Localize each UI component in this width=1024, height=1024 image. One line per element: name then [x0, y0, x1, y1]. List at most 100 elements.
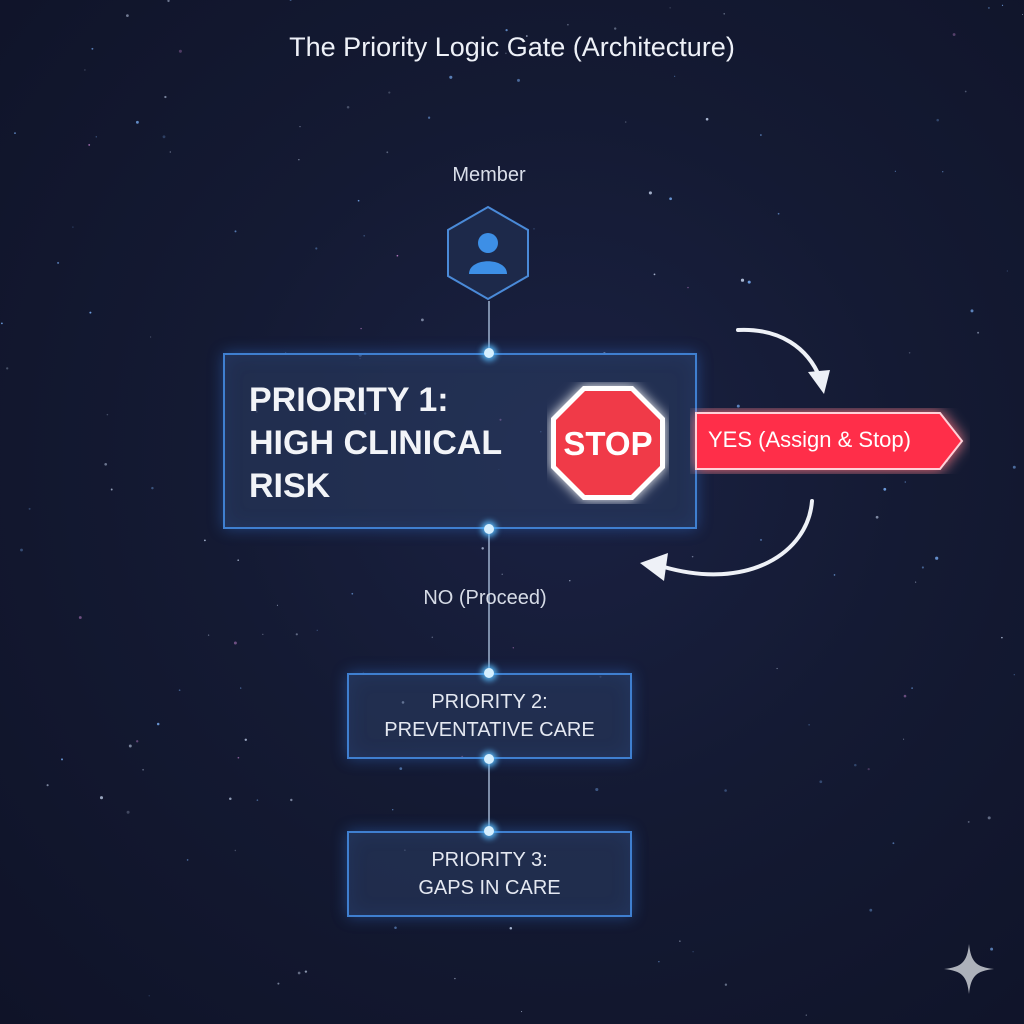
star — [289, 0, 292, 1]
curved-arrow-top — [736, 327, 830, 394]
star — [669, 197, 672, 201]
star — [72, 226, 74, 228]
yes-branch-arrow — [695, 412, 964, 470]
star — [295, 633, 298, 636]
priority-3-line-2: GAPS IN CARE — [418, 877, 561, 899]
star — [28, 507, 31, 510]
star — [915, 581, 917, 583]
star — [747, 280, 751, 284]
star — [723, 13, 725, 15]
star — [903, 694, 907, 698]
star — [692, 951, 694, 953]
star — [421, 318, 424, 322]
star — [297, 971, 301, 975]
priority-2-line-1: PRIORITY 2: — [431, 691, 548, 713]
connector-p2-to-p3 — [488, 759, 490, 831]
star — [110, 488, 113, 491]
star — [904, 481, 907, 483]
star — [595, 787, 599, 792]
star — [233, 641, 237, 645]
star — [299, 125, 301, 128]
star — [346, 106, 350, 109]
star — [669, 7, 671, 9]
star — [512, 647, 514, 649]
star — [95, 136, 97, 138]
star — [229, 797, 232, 801]
star — [1006, 270, 1008, 272]
star — [136, 740, 139, 743]
star — [525, 35, 528, 37]
star — [392, 809, 394, 811]
star — [481, 547, 484, 550]
star — [156, 722, 160, 726]
star — [977, 331, 980, 334]
star — [614, 27, 617, 30]
star — [262, 633, 264, 636]
star — [88, 143, 91, 146]
star — [903, 738, 905, 740]
star — [674, 75, 676, 77]
star — [126, 14, 129, 17]
star — [854, 763, 857, 767]
priority-3-box: PRIORITY 3: GAPS IN CARE — [347, 831, 632, 917]
star — [178, 689, 181, 692]
star — [648, 191, 652, 195]
star — [360, 327, 362, 330]
star — [921, 566, 924, 569]
star — [1013, 674, 1015, 676]
junction-dot — [484, 754, 494, 764]
member-node — [447, 205, 529, 301]
star — [57, 261, 60, 264]
priority-1-title: PRIORITY 1: HIGH CLINICAL RISK — [249, 379, 539, 508]
star — [399, 767, 403, 770]
star — [454, 977, 456, 980]
star — [819, 780, 823, 784]
star — [128, 744, 132, 748]
star — [89, 311, 92, 314]
priority-2-box: PRIORITY 2: PREVENTATIVE CARE — [347, 673, 632, 759]
star — [61, 758, 63, 761]
star — [967, 820, 970, 823]
star — [970, 309, 974, 313]
sparkle-icon — [944, 944, 994, 994]
star — [705, 117, 709, 121]
star — [687, 286, 689, 289]
stop-sign-text: STOP — [563, 425, 652, 462]
priority-3-line-1: PRIORITY 3: — [431, 849, 548, 871]
star — [867, 767, 870, 771]
star — [277, 982, 280, 985]
star — [315, 247, 318, 250]
star — [78, 616, 82, 619]
star — [505, 28, 508, 32]
stop-sign-icon: STOP — [551, 386, 665, 500]
star — [84, 69, 86, 71]
star — [396, 254, 399, 257]
star — [990, 947, 994, 951]
star — [1, 322, 3, 325]
star — [805, 1014, 807, 1016]
star — [567, 23, 569, 26]
star — [234, 230, 237, 233]
star — [151, 486, 154, 490]
priority-2-line-2: PREVENTATIVE CARE — [384, 719, 595, 741]
star — [505, 52, 507, 55]
junction-dot — [484, 668, 494, 678]
star — [892, 842, 895, 845]
star — [276, 604, 278, 606]
star — [363, 234, 366, 237]
star — [724, 983, 728, 986]
star — [46, 784, 49, 787]
yes-branch-label: YES (Assign & Stop) — [708, 427, 911, 452]
star — [126, 810, 130, 814]
star — [256, 799, 259, 801]
star — [99, 796, 104, 800]
star — [207, 634, 210, 636]
junction-dot — [484, 826, 494, 836]
star — [808, 724, 810, 726]
star — [833, 574, 836, 576]
star — [104, 462, 108, 466]
curved-arrow-bottom — [640, 499, 814, 581]
priority-1-line-3: RISK — [249, 467, 331, 505]
star — [777, 212, 780, 215]
star — [244, 738, 247, 741]
